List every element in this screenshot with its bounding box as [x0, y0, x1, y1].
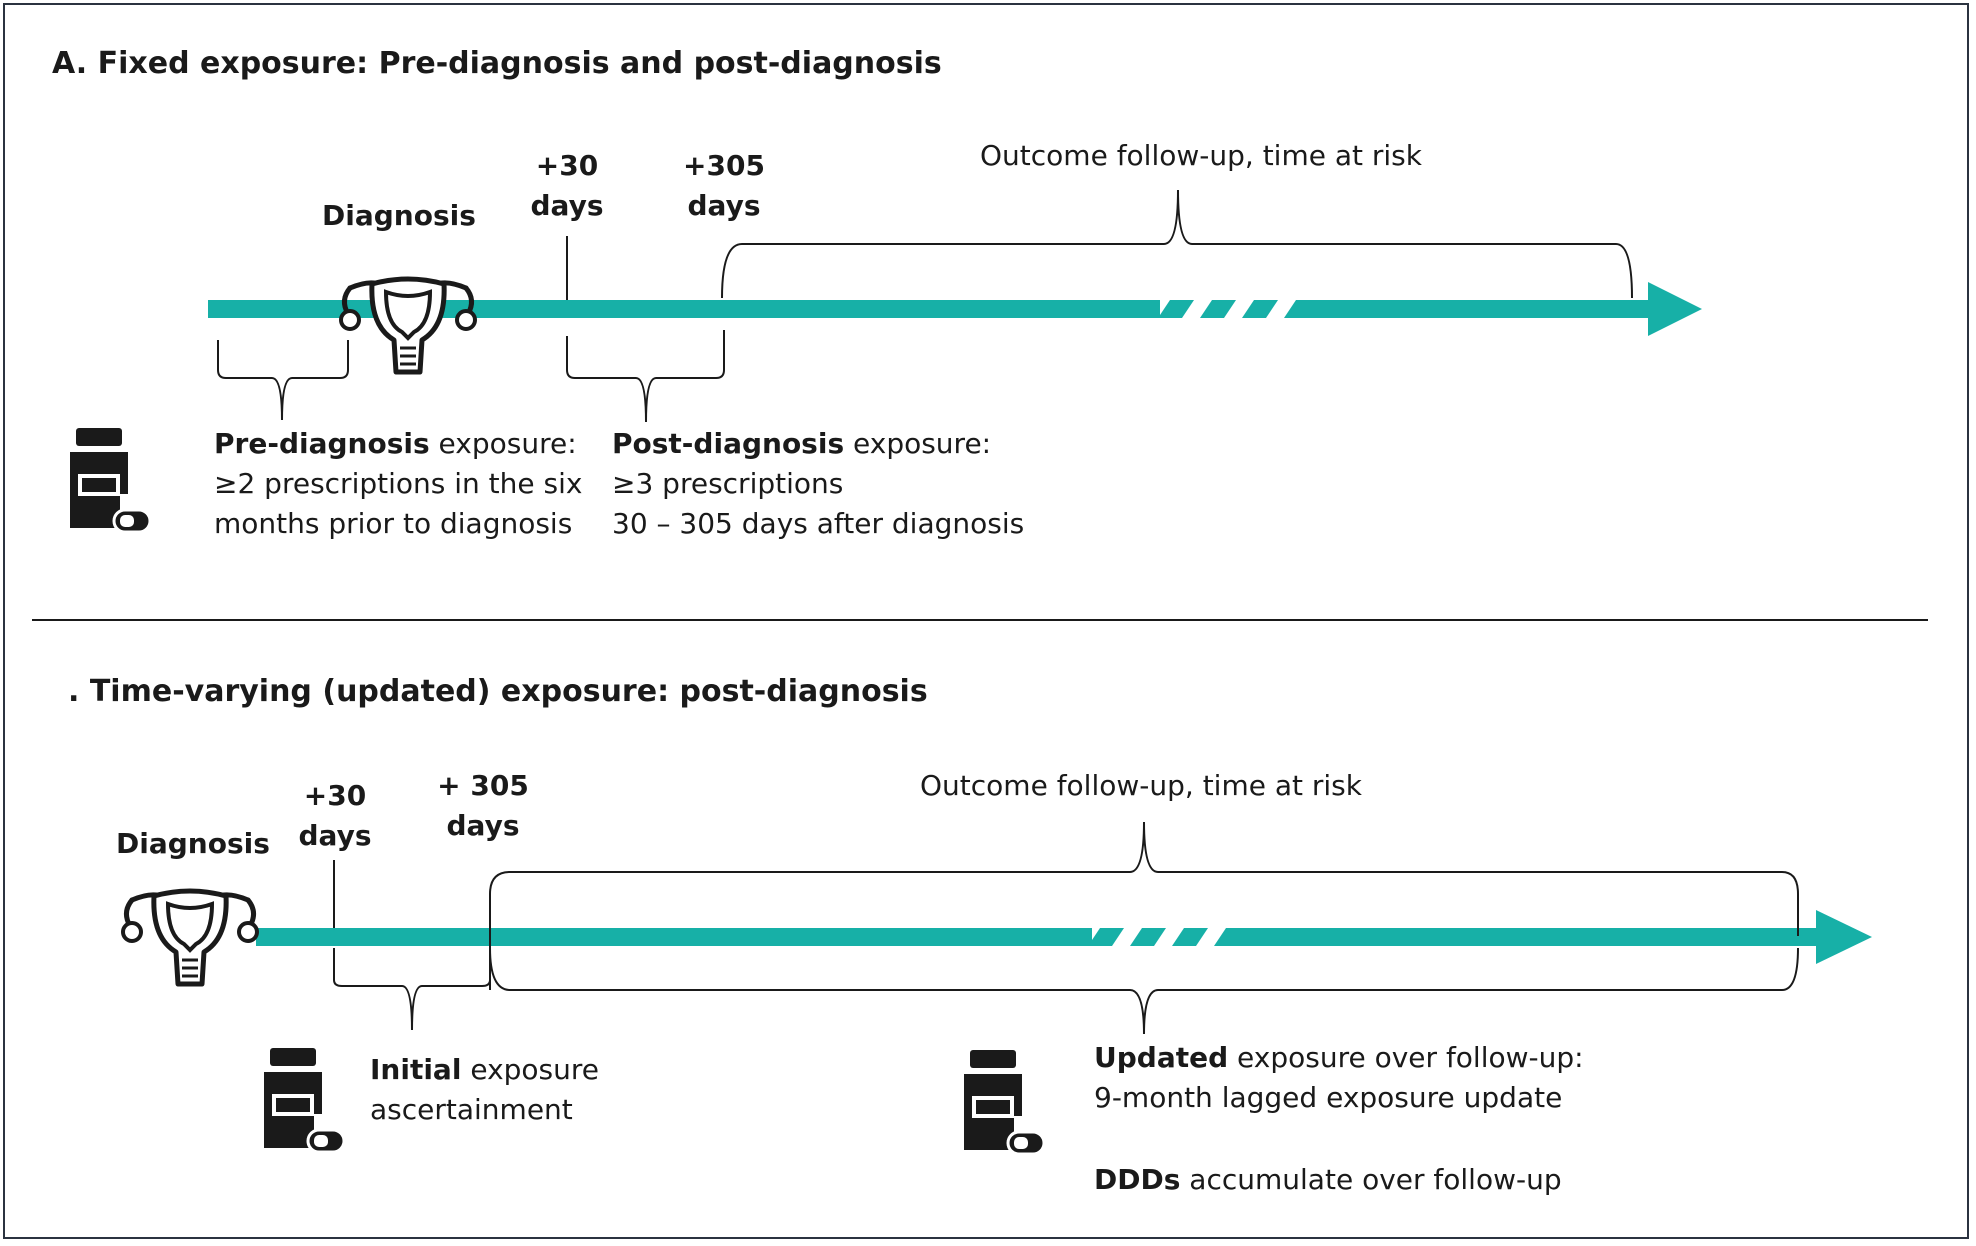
pill-bottle-icon: [68, 426, 152, 534]
ddd-note: DDDs accumulate over follow-up: [1094, 1160, 1562, 1200]
pre-diagnosis-note-line1: Pre-diagnosis exposure:: [214, 424, 582, 464]
post-diagnosis-note-line2: ≥3 prescriptions: [612, 467, 844, 500]
marker-30-label: +30 days: [290, 776, 380, 856]
marker-30-value: +30: [535, 149, 599, 182]
panel-a-title: A. Fixed exposure: Pre-diagnosis and pos…: [52, 46, 942, 81]
post-diagnosis-brace: [566, 330, 725, 423]
followup-brace: [721, 189, 1633, 299]
post-diagnosis-rest: exposure:: [844, 427, 992, 460]
post-diagnosis-note-line1: Post-diagnosis exposure:: [612, 424, 1024, 464]
marker-30-unit: days: [530, 189, 604, 222]
pre-diagnosis-note-line3: months prior to diagnosis: [214, 507, 573, 540]
ddd-rest: accumulate over follow-up: [1180, 1163, 1562, 1196]
figure-frame: [3, 3, 1969, 1239]
pre-diagnosis-note-line2: ≥2 prescriptions in the six: [214, 467, 583, 500]
initial-exposure-note-line2: ascertainment: [370, 1093, 573, 1126]
pre-diagnosis-rest: exposure:: [429, 427, 577, 460]
marker-305-value: + 305: [437, 769, 529, 802]
post-diagnosis-note-line3: 30 – 305 days after diagnosis: [612, 507, 1025, 540]
pill-bottle-icon: [262, 1046, 346, 1154]
initial-rest: exposure: [461, 1053, 600, 1086]
pre-diagnosis-brace: [217, 340, 349, 421]
marker-305-unit: days: [687, 189, 761, 222]
panel-b-timeline: [256, 910, 1872, 964]
marker-30-unit: days: [298, 819, 372, 852]
marker-30-value: +30: [303, 779, 367, 812]
initial-exposure-brace: [333, 948, 491, 1031]
uterus-icon: [341, 279, 475, 372]
pre-diagnosis-bold: Pre-diagnosis: [214, 427, 430, 460]
post-diagnosis-note: Post-diagnosis exposure: ≥3 prescription…: [612, 424, 1024, 544]
updated-exposure-note-line2: 9-month lagged exposure update: [1094, 1081, 1563, 1114]
marker-305-value: +305: [683, 149, 765, 182]
post-diagnosis-bold: Post-diagnosis: [612, 427, 845, 460]
updated-exposure-brace: [489, 947, 1799, 1035]
updated-rest: exposure over follow-up:: [1228, 1041, 1584, 1074]
pre-diagnosis-note: Pre-diagnosis exposure: ≥2 prescriptions…: [214, 424, 582, 544]
uterus-icon: [123, 891, 257, 984]
marker-305-label: + 305 days: [430, 766, 536, 846]
followup-label: Outcome follow-up, time at risk: [920, 769, 1362, 802]
updated-exposure-note-line1: Updated exposure over follow-up:: [1094, 1038, 1584, 1078]
panel-b-title: . Time-varying (updated) exposure: post-…: [68, 674, 928, 709]
marker-305-label: +305 days: [664, 146, 784, 226]
updated-exposure-note: Updated exposure over follow-up: 9-month…: [1094, 1038, 1584, 1118]
updated-bold: Updated: [1094, 1041, 1229, 1074]
initial-bold: Initial: [370, 1053, 462, 1086]
initial-exposure-note: Initial exposure ascertainment: [370, 1050, 599, 1130]
panel-a-timeline: [208, 282, 1702, 336]
marker-30-label: +30 days: [515, 146, 619, 226]
pill-bottle-icon: [962, 1048, 1046, 1156]
diagnosis-label: Diagnosis: [322, 199, 476, 232]
followup-label: Outcome follow-up, time at risk: [980, 139, 1422, 172]
initial-exposure-note-line1: Initial exposure: [370, 1050, 599, 1090]
diagnosis-label: Diagnosis: [116, 827, 270, 860]
marker-305-unit: days: [446, 809, 520, 842]
ddd-bold: DDDs: [1094, 1163, 1181, 1196]
followup-brace: [489, 821, 1799, 990]
